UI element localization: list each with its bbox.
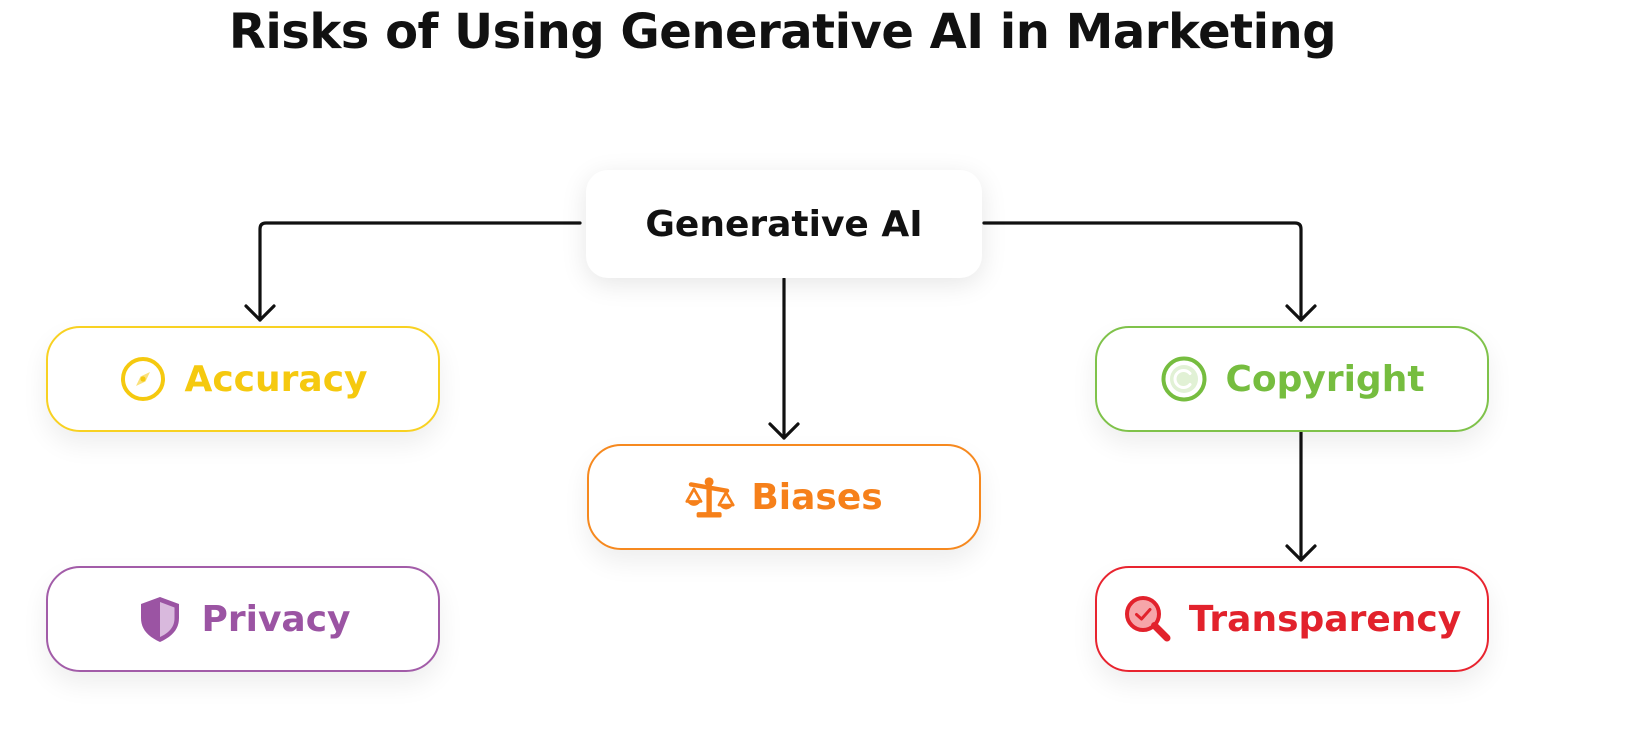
- node-privacy-label: Privacy: [201, 598, 351, 640]
- node-copyright-label: Copyright: [1225, 358, 1425, 400]
- node-transparency-label: Transparency: [1188, 598, 1462, 640]
- arrowhead-accuracy: [244, 304, 276, 322]
- node-privacy: Privacy: [46, 566, 440, 672]
- shield-icon: [141, 597, 180, 642]
- node-copyright: Copyright: [1095, 326, 1489, 432]
- diagram-title: Risks of Using Generative AI in Marketin…: [228, 4, 1337, 60]
- node-generative-ai: Generative AI: [586, 170, 982, 278]
- magnifier-icon: [1124, 596, 1171, 642]
- arrowhead-transparency: [1285, 544, 1317, 562]
- compass-icon: [121, 357, 166, 401]
- arrowhead-copyright: [1285, 304, 1317, 322]
- edge-root-copyright: [982, 221, 1303, 322]
- edge-root-accuracy: [258, 221, 582, 322]
- node-transparency: Transparency: [1095, 566, 1489, 672]
- node-generative-ai-label: Generative AI: [645, 203, 923, 245]
- node-accuracy: Accuracy: [46, 326, 440, 432]
- node-accuracy-label: Accuracy: [184, 358, 368, 400]
- arrowhead-biases: [768, 422, 800, 440]
- copyright-icon: [1161, 356, 1207, 402]
- node-biases: Biases: [587, 444, 981, 550]
- node-biases-label: Biases: [751, 476, 883, 518]
- scales-icon: [685, 477, 735, 518]
